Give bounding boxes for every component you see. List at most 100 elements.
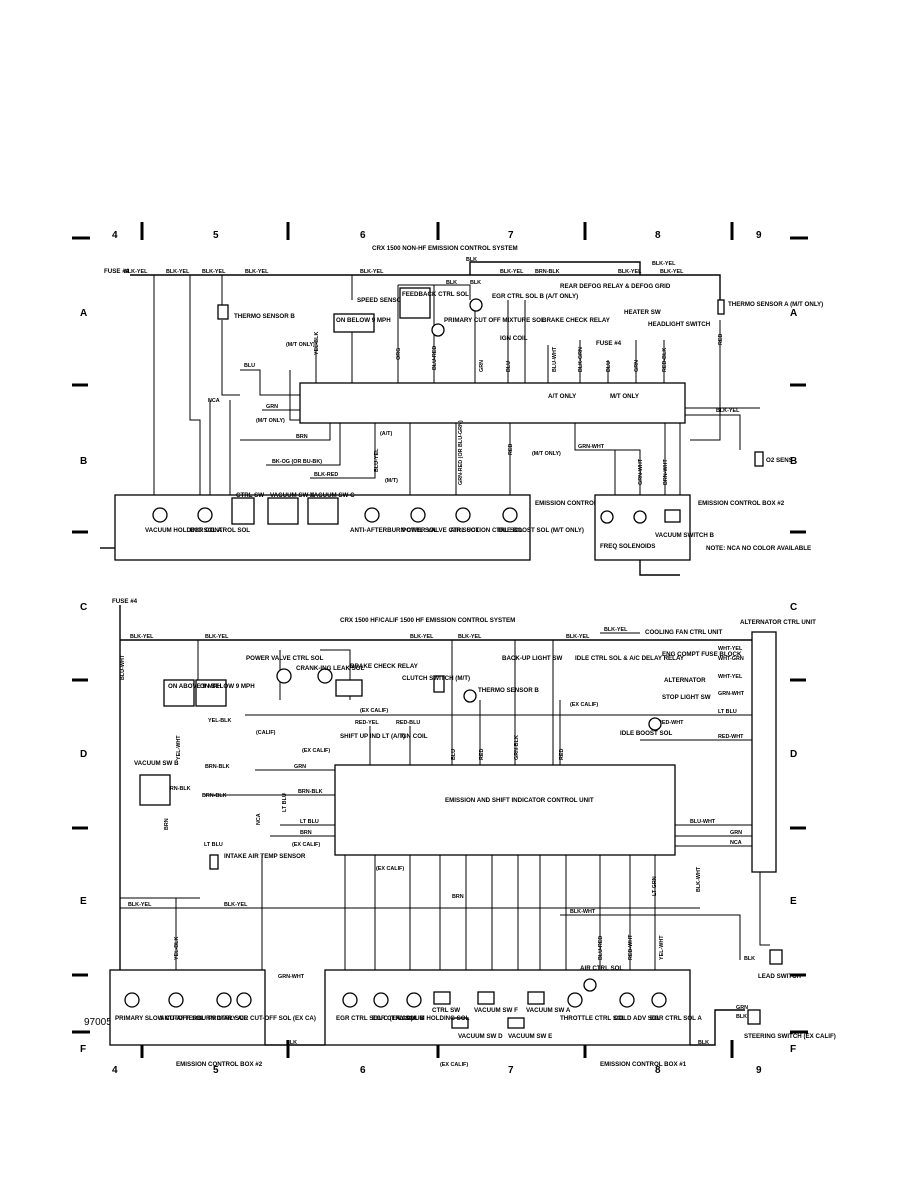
bottom-wire-red-wht: RED-WHT (658, 720, 684, 726)
top-on-below: ON BELOW 9 MPH (336, 317, 391, 324)
bottom-wire-lt-blu-4: LT BLU (282, 793, 288, 812)
bottom-wire-nca: NCA (730, 840, 742, 846)
bottom-primary-slow: PRIMARY SLOW CUTOFF SOL (115, 1015, 205, 1022)
top-o2: O2 SENS (766, 457, 793, 464)
thermo-sensor-a-icon (717, 299, 725, 315)
bottom-calif: (CALIF) (256, 730, 276, 736)
bottom-wire-lt-blu-2: LT BLU (300, 819, 319, 825)
bottom-wire-nca: NCA (256, 813, 262, 825)
top-wire-nca: NCA (208, 398, 220, 404)
bottom-backup: BACK-UP LIGHT SW (502, 655, 563, 662)
top-emission-box-2 (594, 494, 691, 561)
bottom-wire-blu-wht-left: BLU-WHT (120, 654, 126, 680)
top-wire-blk-yel-10: BLK-YEL (660, 269, 684, 275)
top-thermo-a: THERMO SENSOR A (M/T ONLY) (728, 301, 823, 308)
bottom-ex-calif-4: (EX CALIF) (292, 842, 320, 848)
top-wire-blk-yel-2: BLK-YEL (166, 269, 190, 275)
top-diagram: CRX 1500 NON-HF EMISSION CONTROL SYSTEM … (100, 245, 823, 576)
col-label-top-4: 4 (112, 230, 118, 241)
bottom-emission-box-1-label: EMISSION CONTROL BOX #1 (600, 1061, 687, 1068)
bottom-wire-grn-wht-2: GRN-WHT (278, 974, 305, 980)
col-label-top-7: 7 (508, 230, 514, 241)
top-note-mt-4: (M/T ONLY) (532, 451, 561, 457)
col-label-top-9: 9 (756, 230, 762, 241)
top-primary-cutoff: PRIMARY CUT OFF MIXTURE SOL (444, 317, 545, 324)
top-wire-blk-red: BLK-RED (314, 472, 338, 478)
bottom-cranking: CRANK-ING LEAK SOL (296, 665, 365, 672)
bottom-lead-switch: LEAD SWITCH (758, 973, 801, 980)
top-egr-control: EGR CONTROL SOL (190, 527, 250, 534)
top-wire-brn: BRN (296, 434, 308, 440)
top-wire-blk-yel-9: BLK-YEL (652, 261, 676, 267)
top-rear-defog: REAR DEFOG RELAY & DEFOG GRID (560, 283, 671, 290)
power-valve-sol-icon-b (276, 668, 292, 684)
egr-control-sol-icon (197, 507, 213, 523)
bottom-throttle: THROTTLE CTRL SOL (560, 1015, 626, 1022)
bottom-power-valve: POWER VALVE CTRL SOL (246, 655, 324, 662)
top-vac-holding: VACUUM HOLDING SOL A (145, 527, 223, 534)
col-label-bottom-8: 8 (655, 1065, 661, 1076)
bottom-wire-wht-grn: WHT-GRN (718, 656, 744, 662)
top-wire-red-blk: RED-BLK (662, 348, 668, 372)
top-wire-brn-wht: BRN-WHT (663, 459, 669, 485)
bottom-wire-grn-3: GRN (736, 1005, 748, 1011)
lead-switch-icon (769, 949, 783, 965)
bottom-wire-grn-blk: GRN-BLK (514, 735, 520, 760)
top-wire-blu: BLU (506, 361, 512, 372)
top-wire-bk-og: BK-OG (OR BU-BK) (272, 459, 322, 465)
bottom-wire-yel-wht: YEL-WHT (176, 735, 182, 760)
top-wire-grn: GRN (479, 360, 485, 372)
row-label-left-C: C (80, 602, 87, 613)
bottom-emission-box-1 (324, 969, 691, 1046)
top-wire-grn-wht: GRN-WHT (578, 444, 605, 450)
vacuum-sw-c-icon (307, 497, 339, 525)
idle-boost-sol-icon (502, 507, 518, 523)
top-wire-red-2: RED (508, 444, 514, 455)
bottom-vac-sw-a: VACUUM SW A (526, 1007, 571, 1014)
bottom-vac-sw-b: VACUUM SW B (134, 760, 179, 767)
row-label-left-F: F (80, 1044, 86, 1055)
bottom-title: CRX 1500 HF/CALIF 1500 HF EMISSION CONTR… (340, 617, 515, 624)
bottom-wire-brn-2: BRN (164, 818, 170, 830)
bottom-wire-lt-blu-3: LT BLU (204, 842, 223, 848)
bottom-wire-blk-2: BLK (698, 1040, 709, 1046)
bottom-egr-b: EGR CTRL SOL B (372, 1015, 425, 1022)
bottom-wire-blk: BLK (286, 1040, 297, 1046)
bottom-wire-brn: BRN (300, 830, 312, 836)
bottom-stop-light: STOP LIGHT SW (662, 694, 711, 701)
bottom-wire-red-blu: RED-BLU (396, 720, 420, 726)
top-thermo-b: THERMO SENSOR B (234, 313, 295, 320)
top-vac-sw-a: VACUUM SW A (270, 492, 315, 499)
steering-switch-icon (747, 1009, 761, 1025)
top-wire-brn-blk: BLK-YEL (716, 408, 740, 414)
bottom-wire-blk-wht: BLK-WHT (570, 909, 596, 915)
col-label-top-8: 8 (655, 230, 661, 241)
primary-cutoff-sol-icon (431, 323, 445, 337)
bottom-wire-red-yel: RED-YEL (355, 720, 379, 726)
top-wire-grn-2: GRN (634, 360, 640, 372)
bottom-vac-sw-e: VACUUM SW E (508, 1033, 552, 1040)
bottom-wire-lt-blu: LT BLU (718, 709, 737, 715)
top-control-unit (299, 382, 686, 424)
top-mt-only: M/T ONLY (610, 393, 640, 400)
top-wire-blk-yel-6: BLK-YEL (500, 269, 524, 275)
top-wire-blk-grn: BLK-GRN (578, 347, 584, 372)
vacuum-sw-a-icon (267, 497, 299, 525)
top-wire-blk-yel-3: BLK-YEL (202, 269, 226, 275)
top-wire-yel-blk: YEL-BLK (314, 332, 320, 355)
top-wire-blk-3: BLK (470, 280, 481, 286)
bottom-wire-blk-yel-7: BLK-YEL (128, 902, 152, 908)
top-wire-blk-yel-1: BLK-YEL (124, 269, 148, 275)
top-wire-blk-yel-7: BRN-BLK (535, 269, 560, 275)
top-wire-blk-yel-8: BLK-YEL (618, 269, 642, 275)
bottom-control-unit: EMISSION AND SHIFT INDICATOR CONTROL UNI… (445, 797, 594, 804)
bottom-emission-box-2-label: EMISSION CONTROL BOX #2 (176, 1061, 263, 1068)
bottom-wire-red-wht-2: RED-WHT (718, 734, 744, 740)
bottom-diagram: CRX 1500 HF/CALIF 1500 HF EMISSION CONTR… (109, 598, 836, 1068)
bottom-on-above: ON ABOVE 9 MPH (168, 683, 222, 690)
top-power-valve: POWER VALVE CTRL SOL (402, 527, 480, 534)
bottom-alternator: ALTERNATOR (664, 677, 706, 684)
bottom-wire-wht-yel: WHT-YEL (718, 646, 743, 652)
bottom-wire-blk-yel-1: BLK-YEL (130, 634, 154, 640)
o2-sensor-icon (754, 451, 764, 467)
